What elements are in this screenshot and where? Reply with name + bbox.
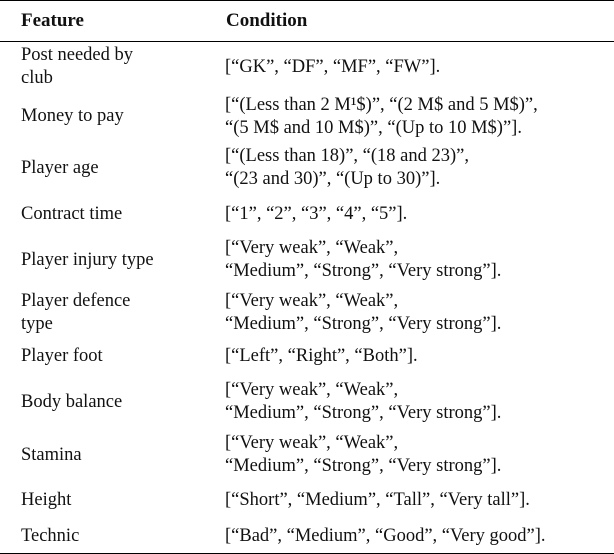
condition-cell: [“(Less than 18)”, “(18 and 23)”, “(23 a… [225, 146, 469, 189]
table-row: Height [“Short”, “Medium”, “Tall”, “Very… [0, 481, 614, 520]
condition-cell: [“1”, “2”, “3”, “4”, “5”]. [225, 204, 408, 224]
header-feature: Feature [0, 0, 214, 42]
condition-cell: [“(Less than 2 M¹$)”, “(2 M$ and 5 M$)”,… [225, 94, 538, 138]
feature-cell: Money to pay [21, 106, 124, 126]
feature-cell: Technic [0, 519, 214, 554]
condition-cell: [“Left”, “Right”, “Both”]. [225, 346, 418, 366]
table-row: Player age [“(Less than 18)”, “(18 and 2… [0, 141, 614, 196]
condition-cell: [“Very weak”, “Weak”, “Medium”, “Strong”… [225, 433, 502, 476]
feature-cell: Player foot [21, 346, 103, 366]
table-row: Body balance [“Very weak”, “Weak”, “Medi… [0, 375, 614, 430]
feature-cell: Post needed by club [21, 45, 134, 89]
condition-cell: [“Short”, “Medium”, “Tall”, “Very tall”]… [225, 489, 530, 510]
table-row: Technic [“Bad”, “Medium”, “Good”, “Very … [0, 519, 614, 554]
feature-cell: Player age [21, 157, 99, 178]
table-row: Player defence type [“Very weak”, “Weak”… [0, 287, 614, 339]
header-condition: Condition [214, 0, 614, 42]
feature-cell: Stamina [21, 444, 82, 465]
header-row: Feature Condition [0, 0, 614, 42]
table-row: Player injury type [“Very weak”, “Weak”,… [0, 234, 614, 287]
condition-cell: [“Very weak”, “Weak”, “Medium”, “Strong”… [225, 290, 502, 334]
table-row: Contract time [“1”, “2”, “3”, “4”, “5”]. [0, 196, 614, 234]
table-row: Post needed by club [“GK”, “DF”, “MF”, “… [0, 42, 614, 93]
condition-cell: [“Very weak”, “Weak”, “Medium”, “Strong”… [225, 238, 502, 281]
feature-cell: Height [21, 489, 72, 510]
condition-cell: [“GK”, “DF”, “MF”, “FW”]. [225, 56, 441, 77]
feature-cell: Player injury type [21, 249, 154, 270]
table-row: Money to pay [“(Less than 2 M¹$)”, “(2 M… [0, 93, 614, 141]
feature-cell: Player defence type [21, 290, 131, 334]
feature-cell: Body balance [21, 391, 123, 412]
table-row: Player foot [“Left”, “Right”, “Both”]. [0, 339, 614, 375]
condition-cell: [“Very weak”, “Weak”, “Medium”, “Strong”… [225, 380, 502, 423]
condition-cell: [“Bad”, “Medium”, “Good”, “Very good”]. [214, 519, 614, 554]
feature-cell: Contract time [21, 204, 123, 224]
table-row: Stamina [“Very weak”, “Weak”, “Medium”, … [0, 430, 614, 481]
